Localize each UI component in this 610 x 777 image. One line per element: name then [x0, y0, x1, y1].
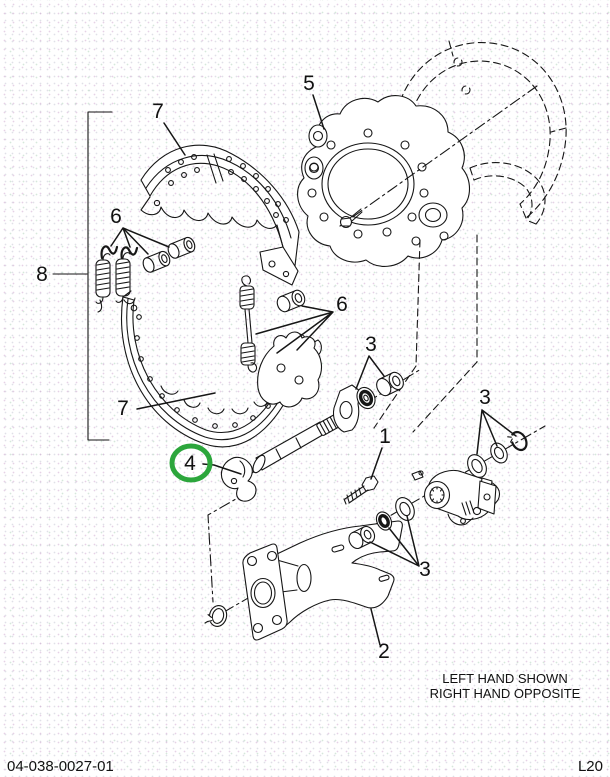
roller-left-1 — [142, 250, 171, 273]
callout-1[interactable]: 1 — [379, 425, 391, 448]
snap-ring-small — [507, 430, 528, 452]
callout-4[interactable]: 4 — [184, 452, 196, 475]
spider-bolt-holes — [307, 128, 429, 239]
group-8-bracket-line — [52, 111, 113, 441]
callout-3-right[interactable]: 3 — [479, 386, 491, 409]
return-spring-left-1 — [95, 253, 111, 313]
bracket-arm — [276, 520, 403, 629]
shoe-web-plate — [257, 331, 323, 408]
callout-7-top[interactable]: 7 — [152, 100, 164, 123]
s-cam-head — [220, 456, 257, 502]
page-code: L20 — [578, 758, 603, 775]
part-1-bolt — [343, 475, 379, 505]
part-number: 04-038-0027-01 — [7, 758, 114, 775]
phantom-drum-outline — [396, 40, 567, 225]
drum-axis-centerline — [339, 85, 538, 227]
part-2-bracket — [205, 520, 403, 641]
shoe-rivet-holes-top — [165, 154, 289, 223]
part-3-cam-support-group — [332, 371, 404, 433]
callout-3-upper[interactable]: 3 — [365, 333, 377, 356]
callout-6-right[interactable]: 6 — [336, 293, 348, 316]
callout-5[interactable]: 5 — [303, 72, 315, 95]
note-line-2: RIGHT HAND OPPOSITE — [430, 686, 581, 701]
highlight-circle-part-4[interactable] — [169, 443, 213, 483]
part-6-hardware-left — [95, 236, 196, 313]
part-7-brake-shoe-top — [140, 144, 300, 286]
part-3-bushing-group — [348, 497, 415, 550]
long-return-spring — [239, 275, 258, 373]
spider-stud-nut — [339, 208, 363, 229]
roller-right — [276, 289, 306, 313]
leader-lines — [110, 94, 517, 646]
callout-2[interactable]: 2 — [378, 640, 390, 663]
roller-left-2 — [167, 236, 196, 259]
part-3-washer-group — [467, 430, 528, 478]
part-4-camshaft — [220, 414, 342, 502]
callout-3-lower[interactable]: 3 — [419, 558, 431, 581]
callout-6-left[interactable]: 6 — [110, 205, 122, 228]
part-5-spider — [297, 85, 538, 267]
callout-7-bottom[interactable]: 7 — [117, 397, 129, 420]
slack-adjuster — [411, 469, 501, 526]
snap-ring — [205, 605, 228, 627]
note-line-1: LEFT HAND SHOWN — [442, 671, 567, 686]
callout-8[interactable]: 8 — [36, 263, 48, 286]
part-7-brake-shoe-bottom — [121, 290, 323, 448]
spline-bore — [423, 480, 451, 510]
